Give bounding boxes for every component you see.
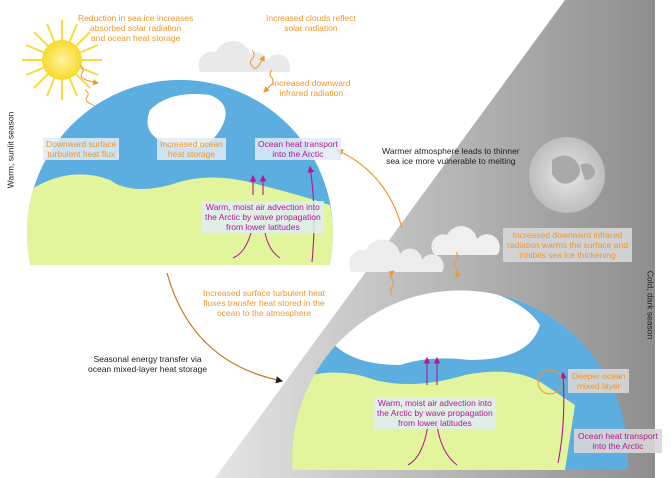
label-ocean-transport-bottom: Ocean heat transport into the Arctic (574, 429, 662, 453)
summer-globe (27, 79, 334, 265)
label-ocean-transport-top: Ocean heat transport into the Arctic (255, 138, 341, 160)
moon-icon (529, 137, 605, 213)
label-warm-season: Warm, sunlit season (5, 111, 16, 189)
label-advection-bottom: Warm, moist air advection into the Arcti… (374, 397, 496, 429)
label-turbulent-fluxes: Increased surface turbulent heat fluxes … (203, 288, 325, 318)
label-sea-ice: Reduction in sea ice increases absorbed … (78, 13, 194, 43)
cloud-icon (198, 40, 291, 72)
label-ir-warms: Increased downward infrared radiation wa… (503, 228, 632, 262)
label-downward-turbulent: Downward surface turbulent heat flux (43, 138, 120, 160)
label-clouds-reflect: Increased clouds reflect solar radiation (266, 13, 356, 33)
label-deeper-mixed-layer: Deeper ocean mixed layer (568, 369, 630, 393)
cloud-icon (431, 226, 500, 255)
sun-icon (22, 20, 102, 100)
arrow-warmer-atmosphere (335, 149, 403, 229)
cloud-icon (349, 239, 444, 272)
label-advection-top: Warm, moist air advection into the Arcti… (202, 201, 324, 233)
mixed-layer-circulation-icon (537, 369, 563, 395)
label-seasonal-transfer: Seasonal energy transfer via ocean mixed… (88, 354, 208, 374)
label-ocean-storage: Increased ocean heat storage (157, 138, 226, 160)
label-warmer-atmosphere: Warmer atmosphere leads to thinner sea i… (382, 146, 520, 166)
arrow-seasonal-transfer (166, 272, 284, 384)
label-cold-season: Cold, dark season (645, 270, 656, 340)
label-downward-ir: Increased downward infrared radiation (272, 78, 351, 98)
